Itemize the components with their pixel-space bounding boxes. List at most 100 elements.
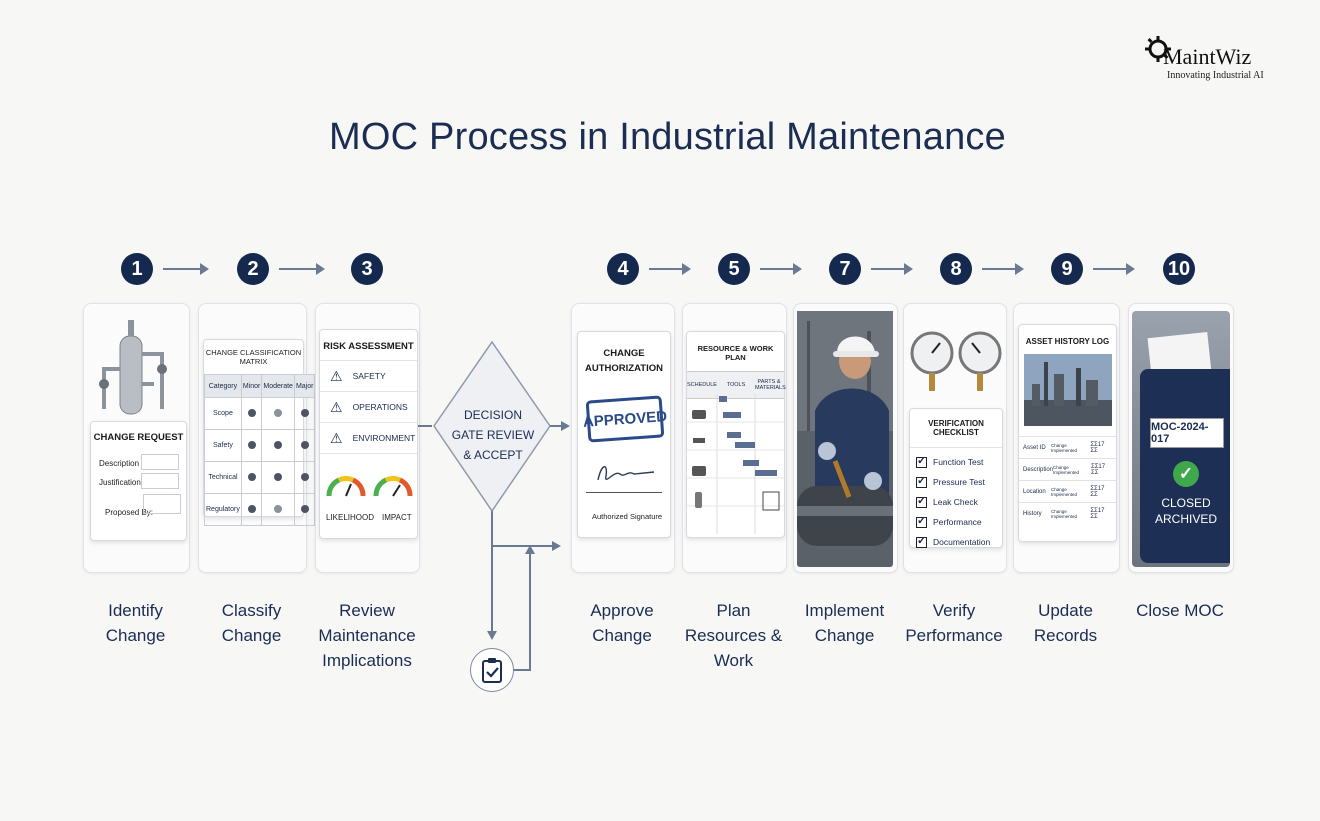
warning-icon: ⚠ — [330, 398, 343, 415]
checklist-item: Leak Check — [916, 492, 1002, 512]
arrow-right-icon — [871, 263, 913, 275]
step-label-review: Review Maintenance Implications — [318, 601, 416, 670]
step-number-4: 4 — [607, 253, 639, 285]
step-number-1: 1 — [121, 253, 153, 285]
step-number-5: 5 — [718, 253, 750, 285]
step-card-approve: CHANGE AUTHORIZATION APPROVED Authorized… — [571, 303, 675, 573]
matrix-table: Category Minor Moderate Major Scope Safe… — [204, 374, 316, 526]
justification-field — [141, 473, 179, 489]
step-label-implement: Implement Change — [804, 601, 885, 645]
change-request-form: CHANGE REQUEST Description Justification… — [90, 421, 187, 541]
arrow-right-icon — [163, 263, 209, 275]
step-number-8: 8 — [940, 253, 972, 285]
checkbox-checked-icon — [916, 514, 927, 528]
authorization-title: CHANGE AUTHORIZATION — [585, 348, 663, 374]
warning-icon: ⚠ — [330, 367, 343, 384]
step-number-3: 3 — [351, 253, 383, 285]
matrix-row-label: Technical — [204, 461, 242, 494]
risk-title: RISK ASSESSMENT — [323, 341, 414, 352]
risk-item: ⚠OPERATIONS — [320, 392, 417, 423]
description-field — [141, 454, 179, 470]
authorization-panel: CHANGE AUTHORIZATION APPROVED Authorized… — [577, 331, 671, 538]
work-plan-title: RESOURCE & WORK PLAN — [697, 344, 774, 362]
step-card-verify: VERIFICATION CHECKLIST Function Test Pre… — [903, 303, 1007, 573]
matrix-row-label: Scope — [204, 397, 242, 430]
approved-stamp: APPROVED — [582, 395, 668, 443]
form-label-description: Description — [99, 459, 140, 468]
checkbox-checked-icon — [916, 454, 927, 468]
arrow-right-icon — [279, 263, 325, 275]
checklist-item: Performance — [916, 512, 1002, 532]
step-label-close: Close MOC — [1136, 601, 1224, 620]
step-label-update: Update Records — [1033, 601, 1098, 645]
step-card-close: MOC-2024-017 ✓ CLOSED ARCHIVED — [1128, 303, 1234, 573]
matrix-row-label: Regulatory — [204, 493, 242, 526]
arrow-right-icon — [1093, 263, 1135, 275]
signature-line — [586, 492, 662, 493]
step-number-9: 9 — [1051, 253, 1083, 285]
arrow-right-icon — [649, 263, 691, 275]
change-request-title: CHANGE REQUEST — [93, 432, 184, 443]
step-card-identify: CHANGE REQUEST Description Justification… — [83, 303, 190, 573]
matrix-col-header: Category — [204, 374, 242, 398]
arrow-right-icon — [982, 263, 1024, 275]
risk-item: ⚠SAFETY — [320, 360, 417, 392]
work-plan-panel: RESOURCE & WORK PLAN SCHEDULE TOOLS PART… — [686, 331, 786, 538]
step-card-plan: RESOURCE & WORK PLAN SCHEDULE TOOLS PART… — [682, 303, 787, 573]
checklist-item: Pressure Test — [916, 472, 1002, 492]
decision-gate-flow — [418, 340, 570, 671]
gantt-chart-graphic — [687, 394, 784, 534]
verification-title: VERIFICATION CHECKLIST — [928, 419, 984, 437]
step-label-classify: Classify Change — [221, 601, 282, 645]
checkbox-checked-icon — [916, 474, 927, 488]
step-label-plan: Plan Resources & Work — [684, 601, 783, 670]
brand-name: MaintWiz — [1163, 44, 1252, 69]
step-number-2: 2 — [237, 253, 269, 285]
matrix-col-header: Major — [293, 374, 316, 398]
checkmark-icon: ✓ — [1173, 461, 1199, 487]
gear-icon — [1145, 36, 1171, 62]
signature-label: Authorized Signature — [592, 512, 663, 521]
checkbox-checked-icon — [916, 534, 927, 548]
matrix-title: CHANGE CLASSIFICATION MATRIX — [205, 348, 302, 366]
checkbox-checked-icon — [916, 494, 927, 508]
step-label-identify: Identify Change — [105, 601, 166, 645]
gauge-label-impact: IMPACT — [382, 513, 412, 522]
clipboard-check-icon — [470, 648, 514, 692]
close-status: CLOSED ARCHIVED — [1154, 496, 1217, 526]
checklist: Function Test Pressure Test Leak Check P… — [910, 447, 1002, 552]
form-label-proposed-by: Proposed By: — [105, 508, 154, 517]
checklist-item: Function Test — [916, 452, 1002, 472]
step-label-approve: Approve Change — [590, 601, 654, 645]
warning-icon: ⚠ — [330, 429, 343, 446]
form-label-justification: Justification — [99, 478, 141, 487]
step-card-review: RISK ASSESSMENT ⚠SAFETY ⚠OPERATIONS ⚠ENV… — [315, 303, 420, 573]
pressure-vessel-icon — [99, 320, 167, 415]
brand-logo: MaintWiz Innovating Industrial AI — [1145, 34, 1295, 84]
risk-assessment-panel: RISK ASSESSMENT ⚠SAFETY ⚠OPERATIONS ⚠ENV… — [319, 329, 418, 539]
matrix-col-header: Moderate — [261, 374, 295, 398]
page-title: MOC Process in Industrial Maintenance — [329, 116, 1006, 158]
step-number-7: 7 — [829, 253, 861, 285]
technician-photo — [797, 311, 893, 567]
step-card-implement — [793, 303, 898, 573]
verification-checklist: VERIFICATION CHECKLIST Function Test Pre… — [909, 408, 1003, 548]
brand-tagline: Innovating Industrial AI — [1167, 70, 1264, 81]
work-plan-header: SCHEDULE TOOLS PARTS & MATERIALS — [687, 371, 786, 399]
asset-history-title: ASSET HISTORY LOG — [1025, 337, 1110, 346]
step-card-classify: CHANGE CLASSIFICATION MATRIX Category Mi… — [198, 303, 316, 573]
checklist-item: Documentation — [916, 532, 1002, 552]
impact-gauge-icon — [373, 476, 413, 497]
pressure-gauge-icon — [910, 331, 1002, 391]
archive-binder: MOC-2024-017 ✓ CLOSED ARCHIVED — [1132, 311, 1230, 567]
risk-item: ⚠ENVIRONMENT — [320, 423, 417, 454]
gauge-label-likelihood: LIKELIHOOD — [326, 513, 375, 522]
refinery-photo — [1023, 354, 1112, 426]
